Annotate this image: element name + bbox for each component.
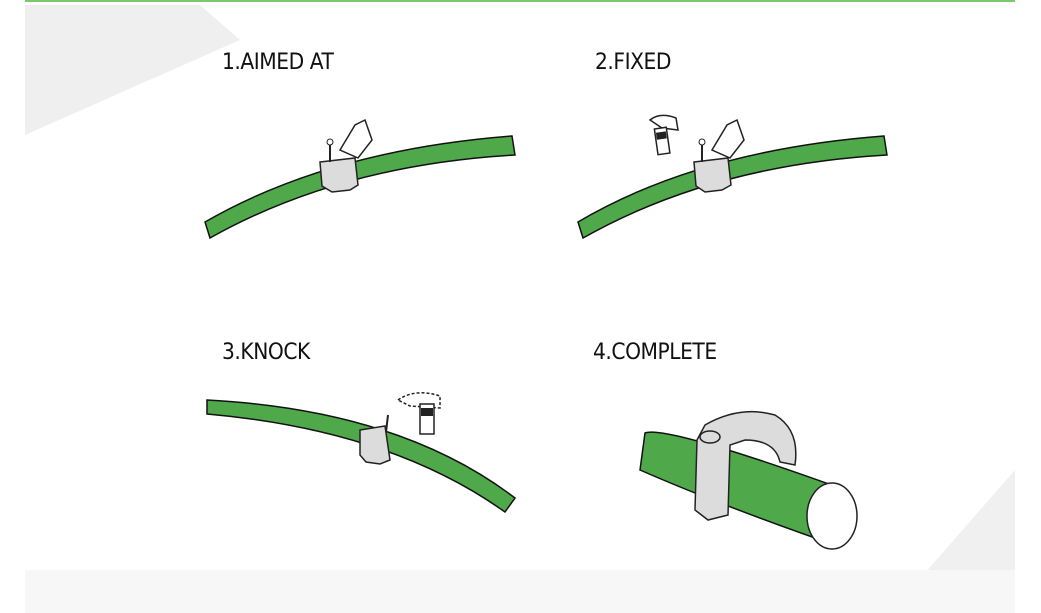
hammer-icon <box>648 114 679 156</box>
step-2-label: 2.FIXED <box>595 50 671 75</box>
nail-head <box>699 430 721 444</box>
step-3-label: 3.KNOCK <box>222 340 310 365</box>
bottom-fade <box>25 570 1015 613</box>
cable <box>577 135 888 240</box>
clip <box>359 425 391 465</box>
background-shape <box>25 5 240 135</box>
cable <box>206 399 517 514</box>
top-accent-line <box>25 0 1015 2</box>
step-1-label: 1.AIMED AT <box>222 50 334 75</box>
step-4-label: 4.COMPLETE <box>593 340 717 365</box>
hand-icon <box>338 118 373 159</box>
clip <box>319 157 359 193</box>
clip <box>693 157 732 193</box>
step-4-illustration <box>639 410 858 550</box>
step-2-illustration <box>577 114 888 240</box>
cable <box>204 135 516 240</box>
hammer-icon <box>396 392 441 435</box>
hand-icon <box>710 118 745 159</box>
nail <box>385 414 389 433</box>
step-3-illustration <box>206 392 517 514</box>
cable-end <box>806 482 858 550</box>
step-1-illustration <box>204 118 516 240</box>
